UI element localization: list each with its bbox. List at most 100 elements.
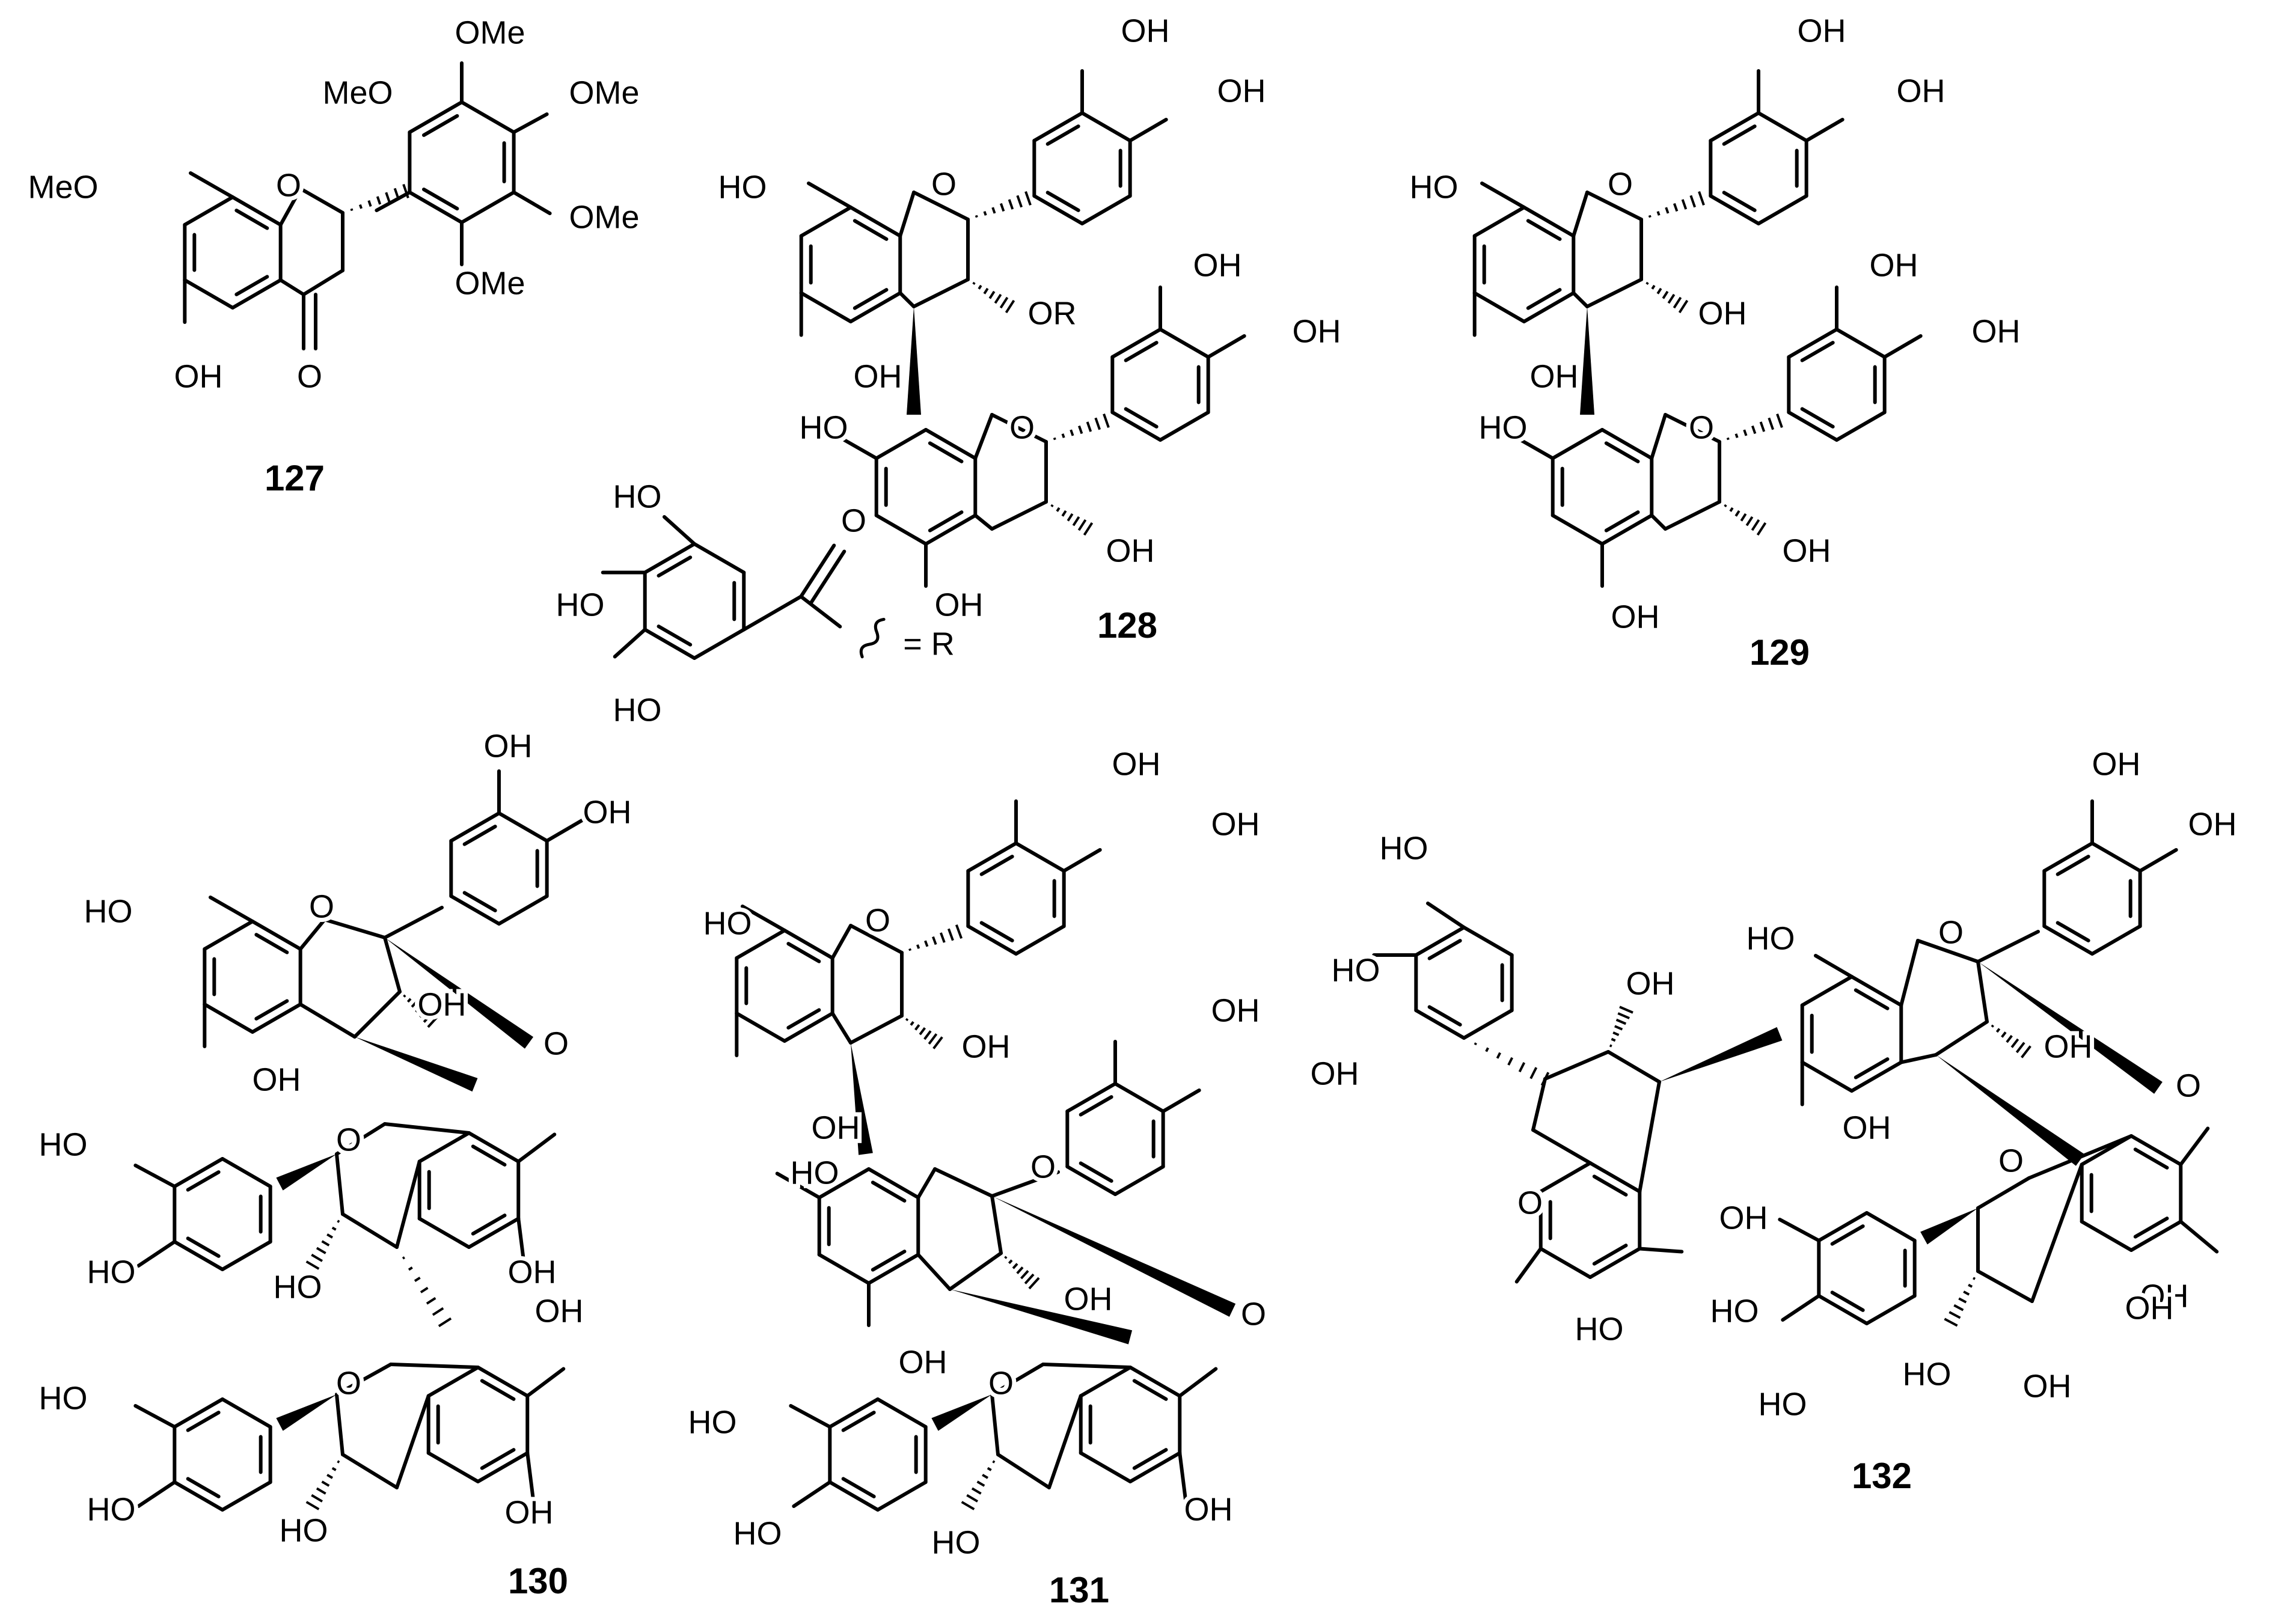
hashed-bond [311, 1253, 323, 1262]
atom-label: HO [613, 478, 662, 514]
bond [990, 413, 1048, 444]
bond [395, 1159, 421, 1249]
bond [173, 1157, 224, 1188]
bond [789, 1404, 832, 1429]
hashed-bond [905, 1018, 909, 1022]
atom-label: OMe [455, 265, 525, 301]
bond [251, 920, 302, 951]
hashed-bond [2006, 1034, 2013, 1043]
bond [979, 921, 1014, 942]
bond [480, 1448, 516, 1470]
bond [973, 513, 994, 531]
hashed-bond [1751, 519, 1760, 531]
bond [1526, 219, 1562, 241]
hashed-bond [961, 1501, 975, 1510]
atom-label: OH [1211, 992, 1260, 1028]
bond [512, 191, 552, 215]
hashed-bond [1083, 522, 1094, 536]
bond [234, 209, 269, 230]
hashed-bond [1973, 1277, 1976, 1280]
hashed-bond [1611, 1037, 1616, 1042]
bond [867, 1167, 920, 1200]
atom-label: OH [508, 1254, 557, 1290]
hashed-bond [1667, 293, 1676, 304]
hashed-bond [1656, 287, 1662, 295]
bond [1916, 939, 1980, 963]
bond [231, 195, 283, 227]
hashed-bond [1077, 425, 1083, 435]
bond [898, 291, 916, 308]
atom-label: O [1938, 914, 1964, 950]
bond [1531, 1077, 1547, 1132]
hashed-bond [1740, 513, 1747, 522]
hashed-bond [991, 207, 996, 214]
atom-label: O [276, 167, 301, 203]
atom-label: O [1030, 1149, 1056, 1185]
bond [1854, 1057, 1890, 1079]
hashed-bond [316, 1247, 326, 1254]
hashed-bond [1008, 1259, 1013, 1265]
hashed-bond [947, 928, 954, 941]
bond [1161, 1088, 1201, 1113]
bond [1709, 111, 1760, 142]
bond [742, 594, 803, 632]
hashed-bond [987, 1467, 992, 1471]
atom-label: HO [932, 1524, 981, 1560]
bond [2133, 1217, 2169, 1239]
bond [841, 1477, 876, 1498]
bond [973, 413, 994, 460]
bond [735, 1012, 786, 1043]
hashed-bond [367, 200, 372, 207]
atom-label: OH [1719, 1200, 1768, 1236]
bond [916, 1167, 937, 1200]
bond [1588, 1161, 1642, 1194]
atom-label: HO [1479, 409, 1528, 445]
hashed-bond [358, 204, 363, 209]
bond [2179, 1220, 2219, 1254]
bond [799, 291, 853, 323]
bond [189, 171, 234, 199]
hashed-bond [427, 1015, 439, 1028]
bond [792, 1480, 832, 1508]
bond [1830, 1290, 1865, 1312]
bond [1045, 124, 1080, 146]
bond [203, 1003, 254, 1034]
hashed-bond [1958, 1297, 1967, 1304]
bond [1514, 1247, 1543, 1284]
atom-label: OH [812, 1110, 860, 1146]
bond [251, 1003, 302, 1034]
atom-label: OH [1311, 1055, 1359, 1091]
bond [1787, 328, 1838, 359]
hashed-bond [975, 215, 978, 218]
hashed-bond [326, 1474, 334, 1479]
hashed-bond [432, 1307, 444, 1316]
hashed-bond [1759, 421, 1766, 432]
bond [421, 188, 459, 211]
hashed-bond [1086, 421, 1092, 432]
bond [924, 513, 978, 546]
bond [1800, 407, 1835, 429]
atom-label: HO [280, 1512, 328, 1548]
hashed-bond [1724, 504, 1727, 507]
atom-label: O [336, 1122, 361, 1158]
bond [1427, 1005, 1462, 1027]
bond [1757, 111, 1808, 142]
bond [783, 1012, 834, 1043]
bond [335, 1393, 344, 1456]
bond [1722, 124, 1757, 146]
hashed-bond [321, 1480, 330, 1487]
bond [417, 1131, 471, 1164]
bond [912, 191, 970, 221]
atom-label: O [297, 358, 322, 394]
bond [1551, 428, 1604, 460]
hashed-bond [350, 208, 354, 212]
bond [643, 542, 696, 575]
atom-label: HO [1380, 830, 1428, 866]
bond [613, 627, 647, 659]
hashed-bond [1507, 1057, 1514, 1066]
atom-label: OH [1611, 599, 1660, 635]
bond [1206, 334, 1246, 359]
bond [383, 1122, 471, 1135]
compound-label: 131 [1049, 1570, 1109, 1610]
bond [1047, 1394, 1083, 1489]
